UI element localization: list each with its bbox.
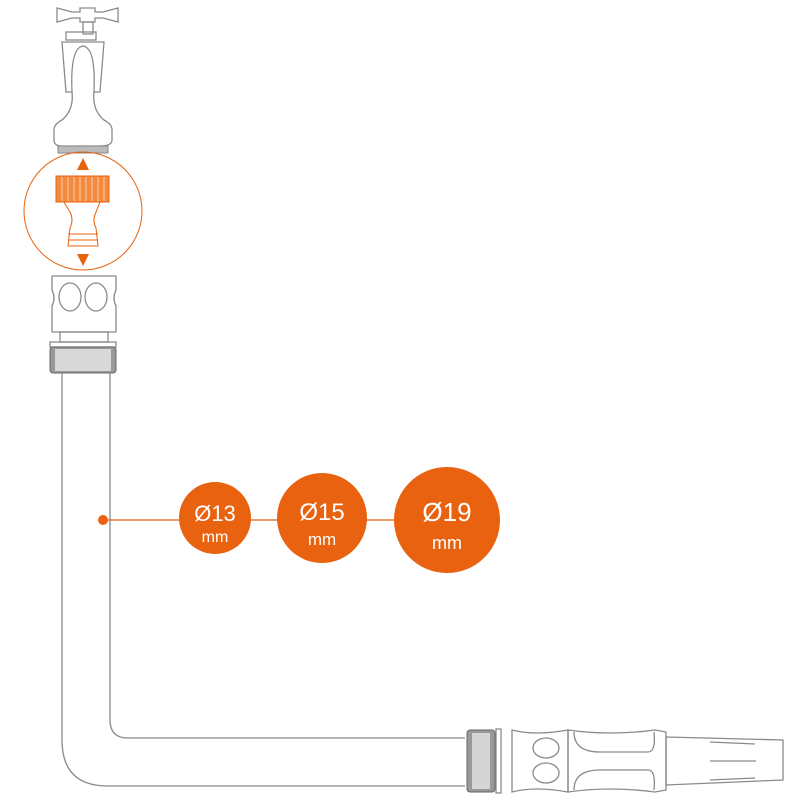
svg-text:mm: mm (308, 530, 336, 549)
arrow-up-icon (77, 158, 89, 170)
svg-text:mm: mm (432, 533, 462, 553)
callout-dot (98, 515, 108, 525)
tap-adaptor-detail (23, 151, 143, 271)
tap (53, 7, 119, 154)
arrow-down-icon (77, 254, 89, 266)
svg-text:Ø15: Ø15 (299, 499, 344, 526)
svg-text:Ø19: Ø19 (422, 497, 471, 527)
spray-nozzle (466, 728, 784, 794)
size-badge-13: Ø13 mm (179, 482, 251, 554)
hose (61, 373, 465, 787)
hose-connector (49, 275, 117, 374)
svg-text:Ø13: Ø13 (194, 501, 236, 526)
svg-text:mm: mm (202, 529, 229, 546)
size-badge-19: Ø19 mm (394, 467, 500, 573)
size-badge-15: Ø15 mm (277, 473, 367, 563)
